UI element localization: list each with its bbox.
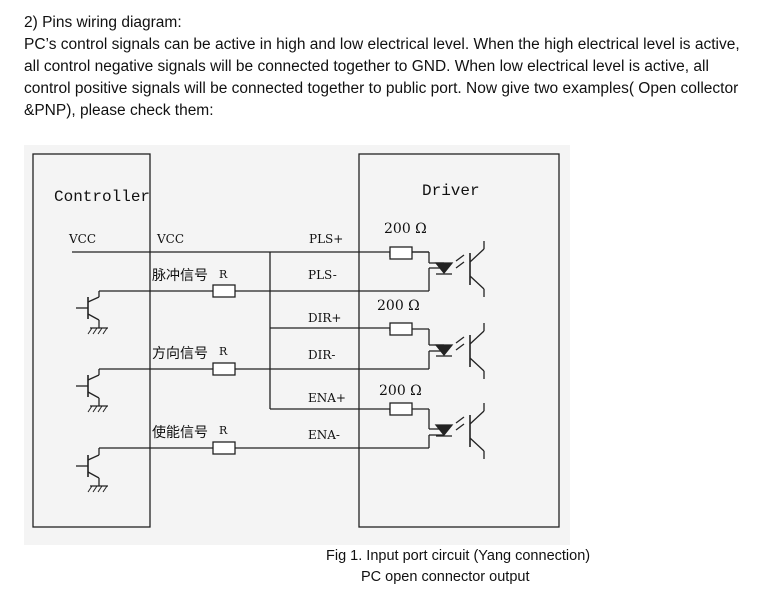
intro-line-1: PC’s control signals can be active in hi… xyxy=(24,36,740,53)
caption-line-2: PC open connector output xyxy=(361,569,530,585)
series-resistor-label: 200 Ω xyxy=(377,298,420,314)
ground-icon xyxy=(87,327,108,493)
controller-label: Controller xyxy=(54,188,150,206)
series-resistor-label: 200 Ω xyxy=(384,221,427,237)
intro-line-4: &PNP), please check them: xyxy=(24,102,214,119)
driver-box xyxy=(358,153,560,528)
intro-line-2: all control negative signals will be con… xyxy=(24,58,709,75)
signal-resistor-label: R xyxy=(219,268,228,281)
optocoupler-led-icon xyxy=(434,424,454,437)
signal-resistor-label: R xyxy=(219,345,228,358)
resistor xyxy=(212,284,236,298)
driver-label: Driver xyxy=(422,182,480,200)
caption-line-1: Fig 1. Input port circuit (Yang connecti… xyxy=(326,548,591,564)
intro-text: 2) Pins wiring diagram: PC’s control sig… xyxy=(24,12,754,122)
pin-label-pos: PLS+ xyxy=(309,232,343,246)
wiring-diagram: Controller Driver VCC VCC 脉冲信号 R PLS+ PL… xyxy=(24,145,570,545)
controller-box xyxy=(32,153,151,528)
vcc-label-right: VCC xyxy=(156,232,184,246)
signal-resistor-label: R xyxy=(219,424,228,437)
pin-label-pos: ENA+ xyxy=(308,391,346,405)
diagram-background xyxy=(24,145,570,545)
series-resistor xyxy=(389,246,413,260)
signal-name: 使能信号 xyxy=(152,424,208,441)
vcc-label-left: VCC xyxy=(68,232,96,246)
signal-name: 方向信号 xyxy=(152,346,208,362)
pin-label-neg: PLS- xyxy=(308,268,337,282)
section-heading: 2) Pins wiring diagram: xyxy=(24,14,182,31)
series-resistor xyxy=(389,402,413,416)
channel-dir: 方向信号 R DIR+ DIR- 200 Ω xyxy=(76,298,485,407)
intro-line-3: control positive signals will be connect… xyxy=(24,80,739,97)
optocoupler-led-icon xyxy=(434,262,454,275)
resistor xyxy=(212,362,236,376)
resistor xyxy=(212,441,236,455)
pin-label-pos: DIR+ xyxy=(308,311,341,325)
pin-label-neg: ENA- xyxy=(308,428,340,442)
series-resistor-label: 200 Ω xyxy=(379,383,422,399)
optocoupler-led-icon xyxy=(434,344,454,357)
channel-ena: 使能信号 R ENA+ ENA- 200 Ω xyxy=(76,383,485,487)
pin-label-neg: DIR- xyxy=(308,348,335,362)
wiring-diagram-svg: Controller Driver VCC VCC 脉冲信号 R PLS+ PL… xyxy=(24,145,570,545)
series-resistor xyxy=(389,322,413,336)
signal-name: 脉冲信号 xyxy=(152,268,208,284)
channel-pls: 脉冲信号 R PLS+ PLS- 200 Ω xyxy=(76,221,485,329)
